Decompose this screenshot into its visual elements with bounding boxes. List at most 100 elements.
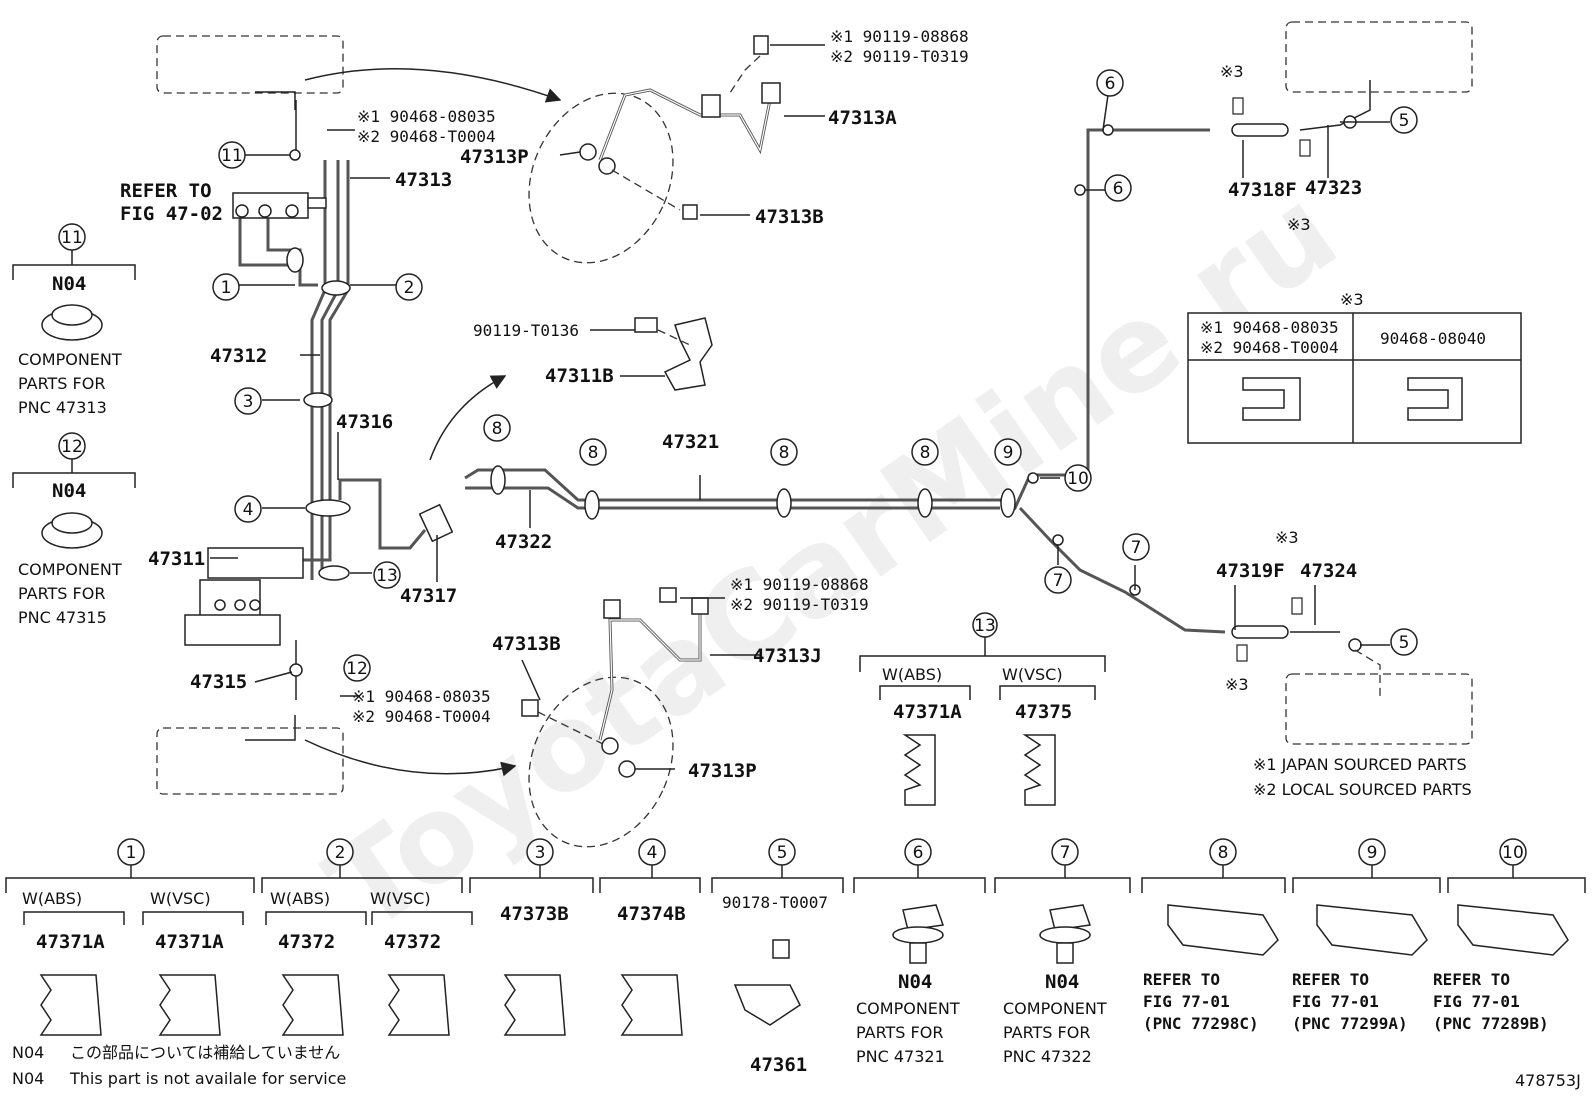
wheel-zone-rear-right bbox=[1285, 673, 1473, 745]
label-47317: 47317 bbox=[400, 585, 457, 607]
wheel-zone-rear-left bbox=[156, 727, 344, 795]
bottom-text: (PNC 77299A) bbox=[1292, 1014, 1408, 1033]
clamp-icon bbox=[620, 974, 683, 1036]
bottom-text: PARTS FOR bbox=[1003, 1023, 1090, 1042]
callout-12 bbox=[343, 654, 371, 682]
label-47323: 47323 bbox=[1305, 177, 1362, 199]
bottom-text: PARTS FOR bbox=[856, 1023, 943, 1042]
label-47319F: 47319F bbox=[1216, 560, 1285, 582]
clamp-icon bbox=[281, 974, 344, 1036]
callout-number: 10 bbox=[1067, 469, 1089, 489]
callout-13 bbox=[373, 561, 401, 589]
svg-text:PNC 47313: PNC 47313 bbox=[18, 398, 107, 417]
hose-end-bottom bbox=[245, 715, 296, 741]
mark3-c: ※3 bbox=[1275, 528, 1299, 547]
label-47322: 47322 bbox=[495, 531, 552, 553]
clip-icon bbox=[1407, 377, 1463, 421]
bolt-icon bbox=[682, 204, 698, 220]
callout-6 bbox=[1096, 69, 1124, 97]
clamp-icon bbox=[387, 974, 450, 1036]
bottom-code: N04 bbox=[1045, 971, 1079, 993]
bottom-text: FIG 77-01 bbox=[1433, 992, 1520, 1011]
group-13-sub-abs: W(ABS) bbox=[882, 665, 942, 684]
svg-text:PARTS FOR: PARTS FOR bbox=[18, 374, 105, 393]
callout-number: 4 bbox=[243, 500, 254, 520]
hose-end-top bbox=[255, 91, 296, 110]
note-local: ※2 LOCAL SOURCED PARTS bbox=[1253, 780, 1472, 799]
callout-7 bbox=[1122, 533, 1150, 561]
arrow-bottom bbox=[304, 739, 517, 777]
bottom-text: REFER TO bbox=[1143, 970, 1220, 989]
callout-number: 8 bbox=[779, 443, 790, 463]
callout-number: 1 bbox=[221, 278, 232, 298]
callout-5 bbox=[1390, 628, 1418, 656]
label-47311: 47311 bbox=[148, 548, 205, 570]
label-bolt-top-1: ※1 90119-08868 bbox=[830, 27, 969, 46]
bottom-part-label: 90178-T0007 bbox=[722, 893, 828, 912]
line-clamps bbox=[286, 124, 1141, 677]
bottom-callout-number: 2 bbox=[335, 843, 346, 863]
bottom-text: (PNC 77289B) bbox=[1433, 1014, 1549, 1033]
clip-table-left-2: ※2 90468-T0004 bbox=[1200, 338, 1339, 357]
bottom-text: COMPONENT bbox=[856, 999, 960, 1018]
callout-11 bbox=[218, 141, 246, 169]
mark3-a: ※3 bbox=[1220, 62, 1244, 81]
callout-6 bbox=[1104, 174, 1132, 202]
svg-text:PNC 47315: PNC 47315 bbox=[18, 608, 107, 627]
callout-number: 3 bbox=[243, 392, 254, 412]
callout-2 bbox=[395, 273, 423, 301]
callout-number: 13 bbox=[376, 566, 398, 586]
label-clip-top-1: ※1 90468-08035 bbox=[357, 107, 496, 126]
wheel-zone-front-left bbox=[156, 35, 344, 94]
callout-number: 6 bbox=[1105, 74, 1116, 94]
label-47313B-top: 47313B bbox=[755, 206, 824, 228]
detail-zone-bottom bbox=[528, 676, 674, 848]
bottom-sub-label: W(VSC) bbox=[150, 889, 211, 908]
clip-icon bbox=[1299, 139, 1311, 157]
group-13-part-1: 47371A bbox=[893, 701, 962, 723]
bolt-icon bbox=[659, 587, 677, 603]
label-clip-bot-2: ※2 90468-T0004 bbox=[352, 707, 491, 726]
label-clip-bot-1: ※1 90468-08035 bbox=[352, 687, 491, 706]
label-90119-T0136: 90119-T0136 bbox=[473, 321, 579, 340]
callout-number: 5 bbox=[1399, 111, 1410, 131]
callout-8 bbox=[483, 414, 511, 442]
label-47318F: 47318F bbox=[1228, 179, 1297, 201]
bottom-sub-label: W(VSC) bbox=[370, 889, 431, 908]
callout-number: 9 bbox=[1003, 443, 1014, 463]
detail-zone-top bbox=[528, 92, 674, 264]
left-panel-12: 12 N04 COMPONENT PARTS FOR PNC 47315 bbox=[12, 432, 136, 627]
bottom-callout-number: 9 bbox=[1367, 843, 1378, 863]
callout-3 bbox=[234, 387, 262, 415]
callout-number: 8 bbox=[920, 443, 931, 463]
bracket-47311B bbox=[634, 317, 713, 391]
callout-8 bbox=[579, 438, 607, 466]
bottom-callout-number: 10 bbox=[1502, 843, 1524, 863]
label-47312: 47312 bbox=[210, 345, 267, 367]
bolt-icon bbox=[634, 317, 658, 333]
bottom-callout-number: 8 bbox=[1218, 843, 1229, 863]
svg-text:PARTS FOR: PARTS FOR bbox=[18, 584, 105, 603]
left-panel-11: 11 N04 COMPONENT PARTS FOR PNC 47313 bbox=[12, 223, 136, 417]
hose-47313J bbox=[521, 587, 709, 778]
arrow-mid bbox=[429, 375, 507, 461]
clip-icon bbox=[1457, 904, 1569, 956]
left-panel-12-code: N04 bbox=[52, 480, 86, 502]
wheel-zone-front-right bbox=[1285, 21, 1473, 93]
svg-text:This part is not availale for: This part is not availale for service bbox=[69, 1069, 346, 1088]
bottom-callout-number: 7 bbox=[1060, 843, 1071, 863]
banjo-icon bbox=[601, 737, 619, 755]
figure-id: 478753J bbox=[1515, 1071, 1581, 1090]
leader-lines bbox=[210, 44, 1390, 770]
callout-10 bbox=[1064, 464, 1092, 492]
group-13-part-2: 47375 bbox=[1015, 701, 1072, 723]
svg-text:COMPONENT: COMPONENT bbox=[18, 560, 122, 579]
note-japan: ※1 JAPAN SOURCED PARTS bbox=[1253, 755, 1467, 774]
clip-icon bbox=[1049, 904, 1092, 931]
clip-icon bbox=[1242, 377, 1301, 421]
label-bolt-top-2: ※2 90119-T0319 bbox=[830, 47, 969, 66]
arrow-top bbox=[304, 68, 562, 103]
mark3-table: ※3 bbox=[1340, 290, 1364, 309]
